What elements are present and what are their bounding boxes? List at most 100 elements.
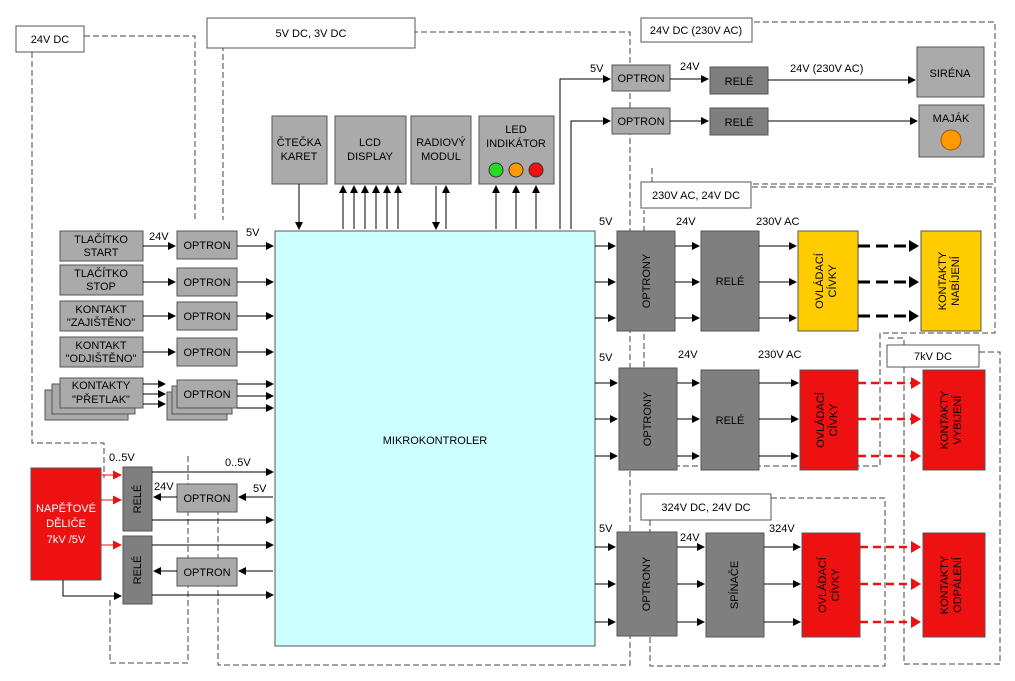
overpressure-label-1: KONTAKTY <box>72 380 131 392</box>
domain-7kv-outline <box>886 337 1001 665</box>
svg-text:OPTRONY: OPTRONY <box>641 556 653 611</box>
microcontroller-block <box>274 230 596 647</box>
beacon-light-icon <box>940 129 962 151</box>
start-button-block <box>59 230 144 262</box>
stop-label-2: STOP <box>86 281 116 293</box>
power-label-7kv: 7kV DC <box>914 351 952 363</box>
svg-text:OPTRON: OPTRON <box>183 277 230 289</box>
power-label-5v-3v: 5V DC, 3V DC <box>276 28 347 40</box>
led-label-2: INDIKÁTOR <box>486 137 546 150</box>
radio-label-2: MODUL <box>421 151 461 163</box>
divider-label-3: 7kV /5V <box>47 534 86 546</box>
svg-text:ODPÁLENÍ: ODPÁLENÍ <box>951 556 964 613</box>
divider-relay-1 <box>122 466 153 532</box>
svg-text:SPÍNAČE: SPÍNAČE <box>728 561 741 609</box>
optrony-firing <box>616 531 678 637</box>
lcd-display-block <box>334 115 407 185</box>
siren-section: OPTRON OPTRON RELÉ RELÉ SIRÉNA MAJÁK 5V … <box>559 46 985 229</box>
optron-overpressure <box>176 379 238 409</box>
label-24v-firing: 24V <box>680 532 700 544</box>
label-230vac-charge: 230V AC <box>756 216 799 228</box>
power-label-5v-3v-box <box>206 17 416 49</box>
card-reader-block <box>271 115 328 185</box>
power-label-324v: 324V DC, 24V DC <box>661 502 750 514</box>
svg-text:OPTRON: OPTRON <box>183 311 230 323</box>
svg-text:OPTRON: OPTRON <box>183 389 230 401</box>
optron-divider-2 <box>176 557 238 587</box>
orange-led-icon <box>508 162 524 178</box>
charge-section: OPTRONY RELÉ OVLÁDACÍ CÍVKY KONTAKTY NAB… <box>595 216 982 332</box>
svg-text:VYBIJENÍ: VYBIJENÍ <box>951 395 964 445</box>
svg-text:OPTRON: OPTRON <box>183 493 230 505</box>
label-5v-discharge: 5V <box>599 352 613 364</box>
radio-module-block <box>410 115 472 185</box>
secured-label-2: "ZAJIŠTĚNO" <box>67 316 135 329</box>
unsecured-label-2: "ODJIŠTĚNO" <box>66 352 137 365</box>
svg-text:OPTRON: OPTRON <box>183 347 230 359</box>
discharge-contacts-block <box>922 369 986 471</box>
power-label-230vac: 230V AC, 24V DC <box>652 190 740 202</box>
stop-label-1: TLAČÍTKO <box>74 267 128 280</box>
overpressure-label-2: "PŘETLAK" <box>72 393 130 406</box>
power-label-24v-230v-box <box>640 17 753 43</box>
green-led-icon <box>488 162 504 178</box>
siren-block <box>916 46 985 98</box>
radio-label-1: RADIOVÝ <box>416 136 466 149</box>
divider-label-2: DĚLIČE <box>46 517 86 530</box>
card-reader-label-1: ČTEČKA <box>277 136 322 149</box>
lcd-label-1: LCD <box>359 137 381 149</box>
top-peripherals: ČTEČKA KARET LCD DISPLAY RADIOVÝ MODUL L… <box>271 115 555 185</box>
card-reader-label-2: KARET <box>281 151 318 163</box>
label-24v-divider-optron: 24V <box>154 481 174 493</box>
svg-text:RELÉ: RELÉ <box>716 414 745 427</box>
discharge-section: OPTRONY RELÉ OVLÁDACÍ CÍVKY KONTAKTY VYB… <box>595 349 986 471</box>
svg-text:RELÉ: RELÉ <box>131 556 144 585</box>
coils-firing <box>801 532 861 638</box>
svg-text:OVLÁDACÍ: OVLÁDACÍ <box>813 252 826 309</box>
svg-text:RELÉ: RELÉ <box>725 116 754 129</box>
svg-text:OPTRONY: OPTRONY <box>642 391 654 446</box>
left-inputs: TLAČÍTKO START TLAČÍTKO STOP KONTAKT "ZA… <box>44 227 274 421</box>
power-label-7kv-box <box>886 344 980 368</box>
lcd-label-2: DISPLAY <box>347 151 393 163</box>
label-5v-divider-optron: 5V <box>253 483 267 495</box>
coils-charge <box>797 230 859 332</box>
coils-discharge <box>799 369 859 471</box>
label-5v-siren: 5V <box>590 63 604 75</box>
optrony-charge <box>616 230 676 332</box>
fire-contacts-block <box>922 532 986 638</box>
power-label-24v-dc: 24V DC <box>31 34 70 46</box>
top-arrows <box>295 184 540 230</box>
label-230vac-discharge: 230V AC <box>758 349 801 361</box>
label-324v-firing: 324V <box>769 523 795 535</box>
microcontroller-label: MIKROKONTROLER <box>383 435 488 447</box>
label-24v-charge: 24V <box>676 216 696 228</box>
label-0-5v-mcu: 0..5V <box>225 457 251 469</box>
unsecured-label-1: KONTAKT <box>75 340 126 352</box>
power-label-24v-230v: 24V DC (230V AC) <box>650 25 742 37</box>
label-24v-230vac-siren: 24V (230V AC) <box>790 63 863 75</box>
secured-label-1: KONTAKT <box>75 304 126 316</box>
label-24v-start: 24V <box>149 231 169 243</box>
power-label-230vac-box <box>640 181 752 209</box>
svg-text:OPTRONY: OPTRONY <box>641 253 653 308</box>
divider-section: NAPĚŤOVÉ DĚLIČE 7kV /5V RELÉ RELÉ OPTRON… <box>30 452 274 605</box>
svg-text:OPTRON: OPTRON <box>183 240 230 252</box>
svg-text:CÍVKY: CÍVKY <box>826 264 839 298</box>
charge-contacts-block <box>920 230 982 332</box>
led-label-1: LED <box>505 124 526 136</box>
svg-text:RELÉ: RELÉ <box>716 275 745 288</box>
label-5v-start: 5V <box>246 227 260 239</box>
svg-text:KONTAKTY: KONTAKTY <box>939 555 951 614</box>
siren-label: SIRÉNA <box>930 67 972 80</box>
svg-text:OVLÁDACÍ: OVLÁDACÍ <box>814 391 827 448</box>
domain-24v-dc-top <box>84 35 196 220</box>
power-labels: 24V DC 5V DC, 3V DC 24V DC (230V AC) 230… <box>15 17 980 521</box>
svg-text:OPTRON: OPTRON <box>617 116 664 128</box>
label-24v-siren: 24V <box>680 61 700 73</box>
power-label-24v-dc-box <box>15 25 85 53</box>
voltage-divider-block <box>30 467 102 581</box>
overpressure-contact-block <box>59 377 144 409</box>
label-5v-firing: 5V <box>599 523 613 535</box>
